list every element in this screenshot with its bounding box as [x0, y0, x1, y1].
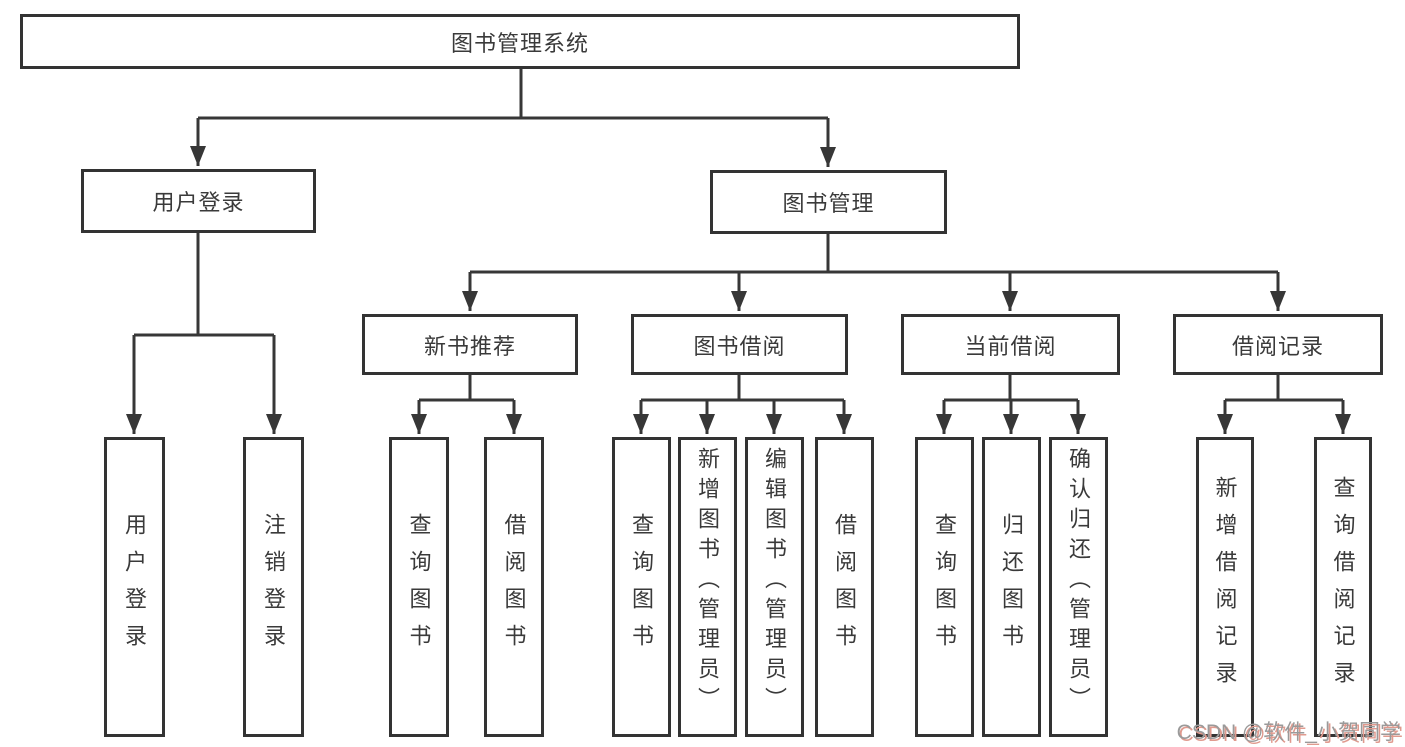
node-leaf-query-borrow-record: 查询借阅记录 [1314, 437, 1372, 737]
node-leaf-confirm-return-admin: 确认归还（管理员） [1049, 437, 1108, 737]
node-leaf-return-books: 归还图书 [982, 437, 1041, 737]
connector-new-book-recommend-bar [419, 375, 514, 402]
node-leaf-logout: 注销登录 [243, 437, 304, 737]
node-root: 图书管理系统 [20, 14, 1020, 69]
node-root-label: 图书管理系统 [450, 30, 589, 56]
connector-root-bar [198, 69, 828, 120]
node-leaf-add-borrow-record-label: 新增借阅记录 [1212, 476, 1238, 698]
node-book-borrow: 图书借阅 [631, 314, 848, 375]
node-current-borrow-label: 当前借阅 [964, 333, 1057, 359]
connector-book-borrow-bar [641, 375, 844, 402]
node-leaf-user-login: 用户登录 [104, 437, 165, 737]
node-book-management: 图书管理 [710, 170, 947, 234]
node-leaf-user-login-label: 用户登录 [122, 513, 148, 661]
node-leaf-return-books-label: 归还图书 [999, 513, 1025, 661]
node-leaf-query-books-3: 查询图书 [915, 437, 974, 737]
connector-book-management-bar [470, 234, 1278, 274]
connector-current-borrow-bar [944, 375, 1078, 402]
node-user-login-label: 用户登录 [152, 190, 245, 215]
node-leaf-edit-books-admin: 编辑图书（管理员） [745, 437, 804, 737]
node-leaf-add-books-admin-label: 新增图书（管理员） [695, 447, 721, 717]
node-leaf-confirm-return-admin-label: 确认归还（管理员） [1066, 447, 1092, 717]
connector-user-login-bar [134, 233, 274, 337]
node-book-borrow-label: 图书借阅 [693, 333, 786, 359]
watermark: CSDN @软件_小贺同学 [1176, 721, 1401, 744]
node-leaf-borrow-books-2-label: 借阅图书 [832, 513, 858, 661]
node-leaf-query-books-1-label: 查询图书 [406, 513, 432, 661]
node-leaf-add-borrow-record: 新增借阅记录 [1196, 437, 1254, 737]
node-leaf-edit-books-admin-label: 编辑图书（管理员） [762, 447, 788, 717]
connector-borrow-records-bar [1225, 375, 1343, 402]
node-leaf-query-books-2: 查询图书 [612, 437, 671, 737]
node-leaf-borrow-books-1-label: 借阅图书 [501, 513, 527, 661]
node-leaf-query-books-1: 查询图书 [389, 437, 449, 737]
node-new-book-recommend-label: 新书推荐 [423, 333, 516, 359]
node-leaf-borrow-books-1: 借阅图书 [484, 437, 544, 737]
node-leaf-query-books-3-label: 查询图书 [932, 513, 958, 661]
node-new-book-recommend: 新书推荐 [362, 314, 578, 375]
node-leaf-query-borrow-record-label: 查询借阅记录 [1330, 476, 1356, 698]
node-borrow-records: 借阅记录 [1173, 314, 1383, 375]
node-borrow-records-label: 借阅记录 [1231, 333, 1324, 359]
node-leaf-logout-label: 注销登录 [261, 513, 287, 661]
node-book-management-label: 图书管理 [782, 191, 875, 216]
node-user-login: 用户登录 [81, 169, 316, 233]
node-leaf-add-books-admin: 新增图书（管理员） [678, 437, 737, 737]
node-leaf-borrow-books-2: 借阅图书 [815, 437, 874, 737]
node-current-borrow: 当前借阅 [901, 314, 1120, 375]
node-leaf-query-books-2-label: 查询图书 [629, 513, 655, 661]
